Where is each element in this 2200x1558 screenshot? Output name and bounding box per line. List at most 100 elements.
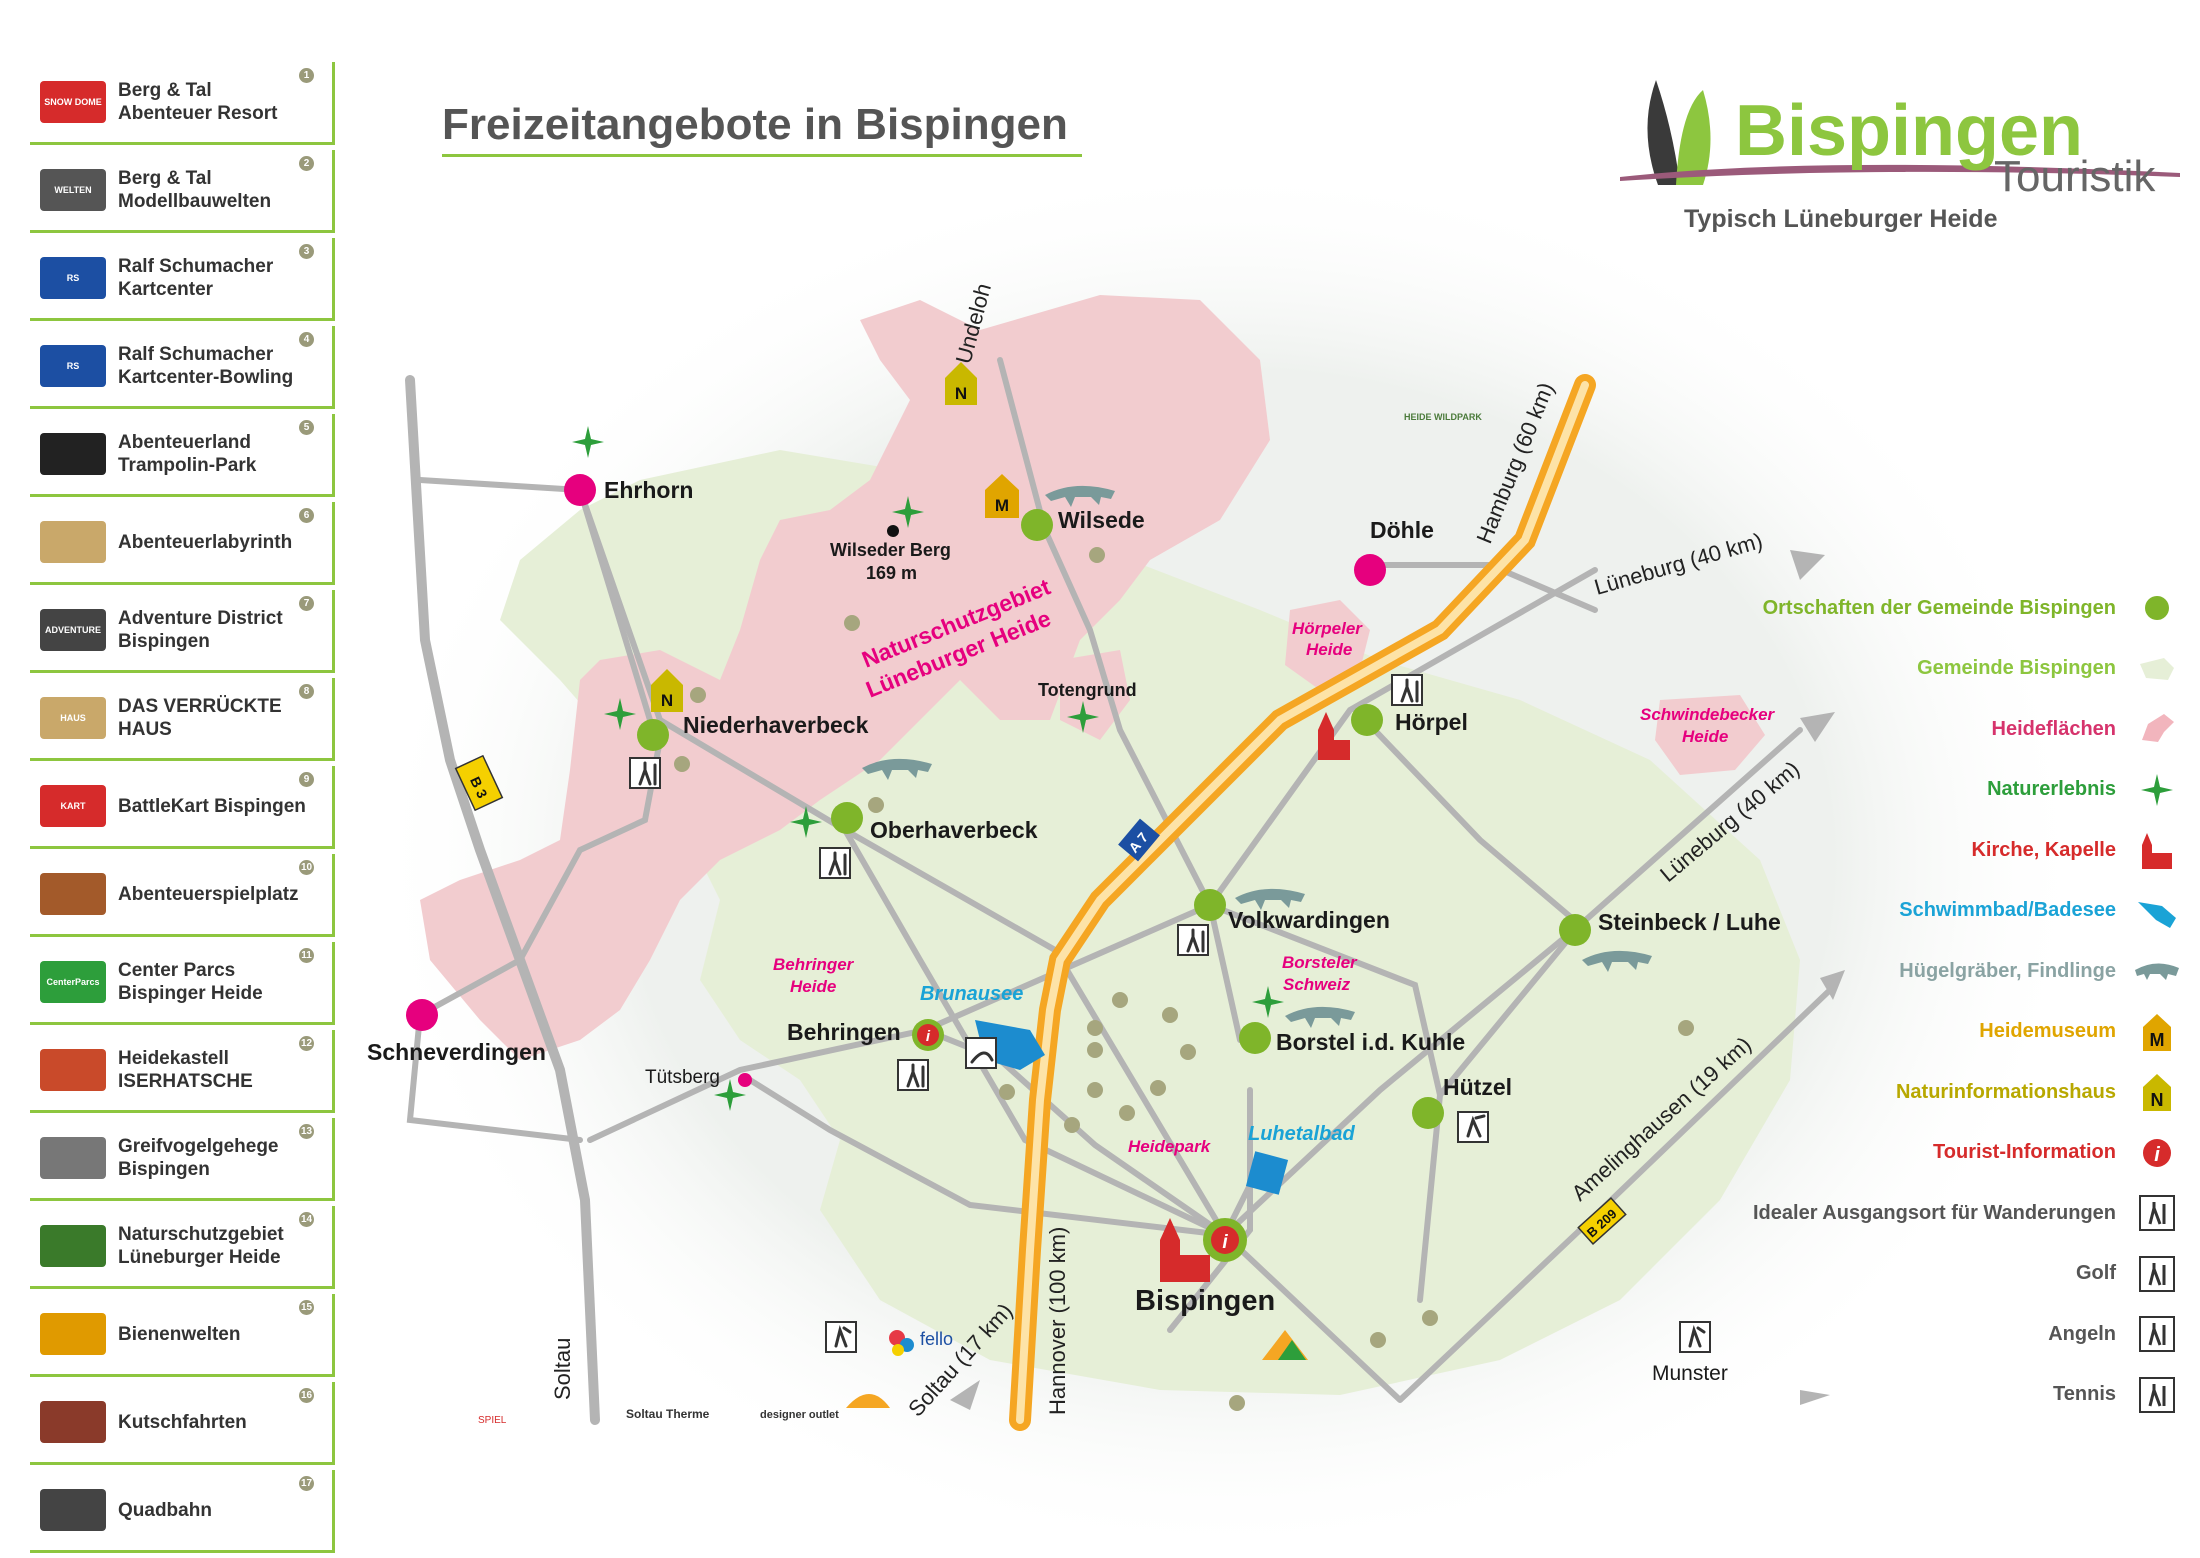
attraction-logo [40,433,106,475]
attraction-number: 7 [299,596,314,611]
legend-label: Idealer Ausgangsort für Wanderungen [1753,1201,2116,1224]
town-dot-tuetsberg[interactable] [738,1073,752,1087]
town-dot-volkwardingen[interactable] [1194,889,1226,921]
nature-stars [572,426,1284,1111]
attraction-logo [40,873,106,915]
logo-heide-wildpark: HEIDE WILDPARK [1404,412,1482,422]
town-dot-schneverdingen[interactable] [406,999,438,1031]
town-label-hoerpel: Hörpel [1395,709,1468,735]
stones-icon [1582,950,1652,972]
legend-label: Naturinformationshaus [1895,1080,2116,1103]
tennis-icon [2139,1376,2175,1413]
town-dot-hoerpel[interactable] [1351,704,1383,736]
legend-row: Ortschaften der Gemeinde Bispingen [1560,578,2180,639]
label-wilseder-berg: Wilseder Berg [830,540,951,560]
attraction-label: Berg & Tal Abenteuer Resort [118,80,278,124]
attraction-label: Adventure District Bispingen [118,608,283,652]
tourist-info-icon: i [2143,1138,2171,1167]
legend-row: Schwimmbad/Badesee [1560,881,2180,942]
town-dot-oberhaverbeck[interactable] [831,802,863,834]
town-dot-steinbeck[interactable] [1559,914,1591,946]
legend-label: Ortschaften der Gemeinde Bispingen [1762,596,2116,619]
attraction-label: BattleKart Bispingen [118,795,306,817]
town-dot-niederhaverbeck[interactable] [637,719,669,751]
attraction-label: Bienenwelten [118,1323,241,1345]
brand-swoosh [1620,164,2180,181]
town-dot-huetzel[interactable] [1412,1097,1444,1129]
legend-label: Heidemuseum [1979,1020,2116,1043]
legend-row: Tennis [1560,1365,2180,1426]
legend-icon-wrap [2134,888,2180,934]
legend-row: Idealer Ausgangsort für Wanderungen [1560,1183,2180,1244]
legend-label: Tennis [2053,1383,2116,1406]
attraction-number: 6 [299,508,314,523]
church-icon[interactable] [1160,1218,1210,1282]
attraction-logo [40,521,106,563]
town-dots [406,474,1591,1262]
attraction-number: 2 [299,156,314,171]
stones-icon [1285,1006,1355,1028]
brand-name: Bispingen [1735,91,2084,171]
attraction-logo: HAUS [40,697,106,739]
town-label-niederhaverbeck: Niederhaverbeck [683,712,869,738]
attraction-number: 13 [299,1124,314,1139]
town-label-behringen: Behringen [787,1019,901,1045]
attraction-number: 15 [299,1300,314,1315]
golf-icon[interactable] [1679,1321,1711,1353]
town-dot-borstel[interactable] [1239,1022,1271,1054]
legend-label: Naturerlebnis [1987,778,2116,801]
attraction-label: Abenteuerlabyrinth [118,531,293,553]
label-behringer-2: Heide [790,977,836,996]
golf-icon[interactable] [825,1321,857,1353]
tourist-info-icon[interactable] [917,1024,939,1046]
attraction-logo: KART [40,785,106,827]
attraction-item[interactable]: Bienenwelten 15 [30,1294,335,1377]
museum-icon[interactable] [985,474,1019,518]
attraction-item[interactable]: SNOW DOME Berg & Tal Abenteuer Resort 1 [30,62,335,145]
town-dot-ehrhorn[interactable] [564,474,596,506]
info-house-letter: N [955,384,967,403]
town-dot-wilsede[interactable] [1021,509,1053,541]
legend-row: Golf [1560,1244,2180,1305]
town-dot-doehle[interactable] [1354,554,1386,586]
star-icon [604,698,636,730]
legend-icon-wrap [2134,827,2180,873]
b209-shield [1577,1197,1627,1245]
label-hoerpeler-2: Heide [1306,640,1352,659]
attraction-label: Naturschutzgebiet Lüneburger Heide [118,1224,284,1268]
attraction-number: 1 [299,68,314,83]
golf-icon [2139,1255,2175,1292]
info-house-icon[interactable] [945,362,977,405]
attraction-logo [40,1137,106,1179]
star-icon [1067,701,1099,733]
legend-label: Hügelgräber, Findlinge [1899,959,2116,982]
star-icon [2141,773,2173,806]
info-house-icon[interactable] [651,669,683,712]
attraction-number: 17 [299,1476,314,1491]
brand-sub: Touristik [1994,152,2156,201]
legend-row: Naturerlebnis [1560,760,2180,821]
attraction-logo: SNOW DOME [40,81,106,123]
attraction-item[interactable]: Abenteuerlabyrinth 6 [30,502,335,585]
attraction-label: DAS VERRÜCKTE HAUS [118,696,282,740]
tourist-info-icon[interactable] [1211,1226,1239,1254]
town-label-borstel: Borstel i.d. Kuhle [1276,1029,1465,1055]
legend-icon-wrap [2134,585,2180,631]
attraction-label: Kutschfahrten [118,1411,247,1433]
church-icon[interactable] [1318,712,1350,760]
